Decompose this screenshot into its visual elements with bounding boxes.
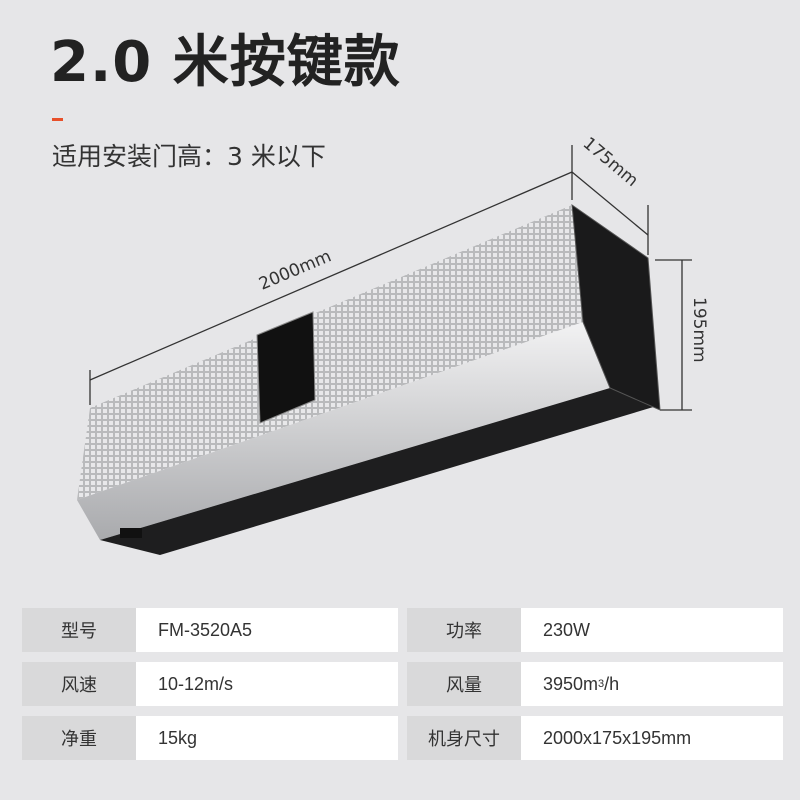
airflow-number: 3950m — [543, 673, 599, 694]
lower-panel — [77, 322, 610, 540]
spec-value: 10-12m/s — [136, 662, 398, 706]
spec-row: 净重 15kg — [22, 716, 398, 760]
spec-row: 风速 10-12m/s — [22, 662, 398, 706]
spec-label: 机身尺寸 — [407, 716, 521, 760]
accent-bar — [52, 118, 63, 121]
air-curtain-illustration: 2000mm 175mm 195mm — [77, 134, 709, 555]
page-title: 2.0 米按键款 — [50, 30, 401, 95]
height-dimension: 195mm — [689, 297, 709, 363]
depth-dimension: 175mm — [579, 134, 642, 191]
spec-label: 风速 — [22, 662, 136, 706]
airflow-exponent: 3 — [598, 678, 605, 690]
spec-label: 型号 — [22, 608, 136, 652]
air-outlet — [100, 388, 660, 555]
control-panel — [256, 311, 316, 424]
spec-value: 230W — [521, 608, 783, 652]
spec-label: 功率 — [407, 608, 521, 652]
spec-label: 净重 — [22, 716, 136, 760]
button-icon — [120, 528, 142, 538]
spec-value: 2000x175x195mm — [521, 716, 783, 760]
spec-row: 型号 FM-3520A5 — [22, 608, 398, 652]
spec-row: 功率 230W — [407, 608, 783, 652]
spec-row: 机身尺寸 2000x175x195mm — [407, 716, 783, 760]
end-cap — [571, 203, 661, 411]
length-dimension: 2000mm — [256, 246, 334, 294]
spec-value: FM-3520A5 — [136, 608, 398, 652]
spec-label: 风量 — [407, 662, 521, 706]
subtitle: 适用安装门高：3 米以下 — [52, 142, 326, 171]
spec-value: 15kg — [136, 716, 398, 760]
front-grille — [77, 205, 583, 500]
dimension-lines — [89, 145, 692, 411]
airflow-unit: /h — [604, 673, 620, 694]
